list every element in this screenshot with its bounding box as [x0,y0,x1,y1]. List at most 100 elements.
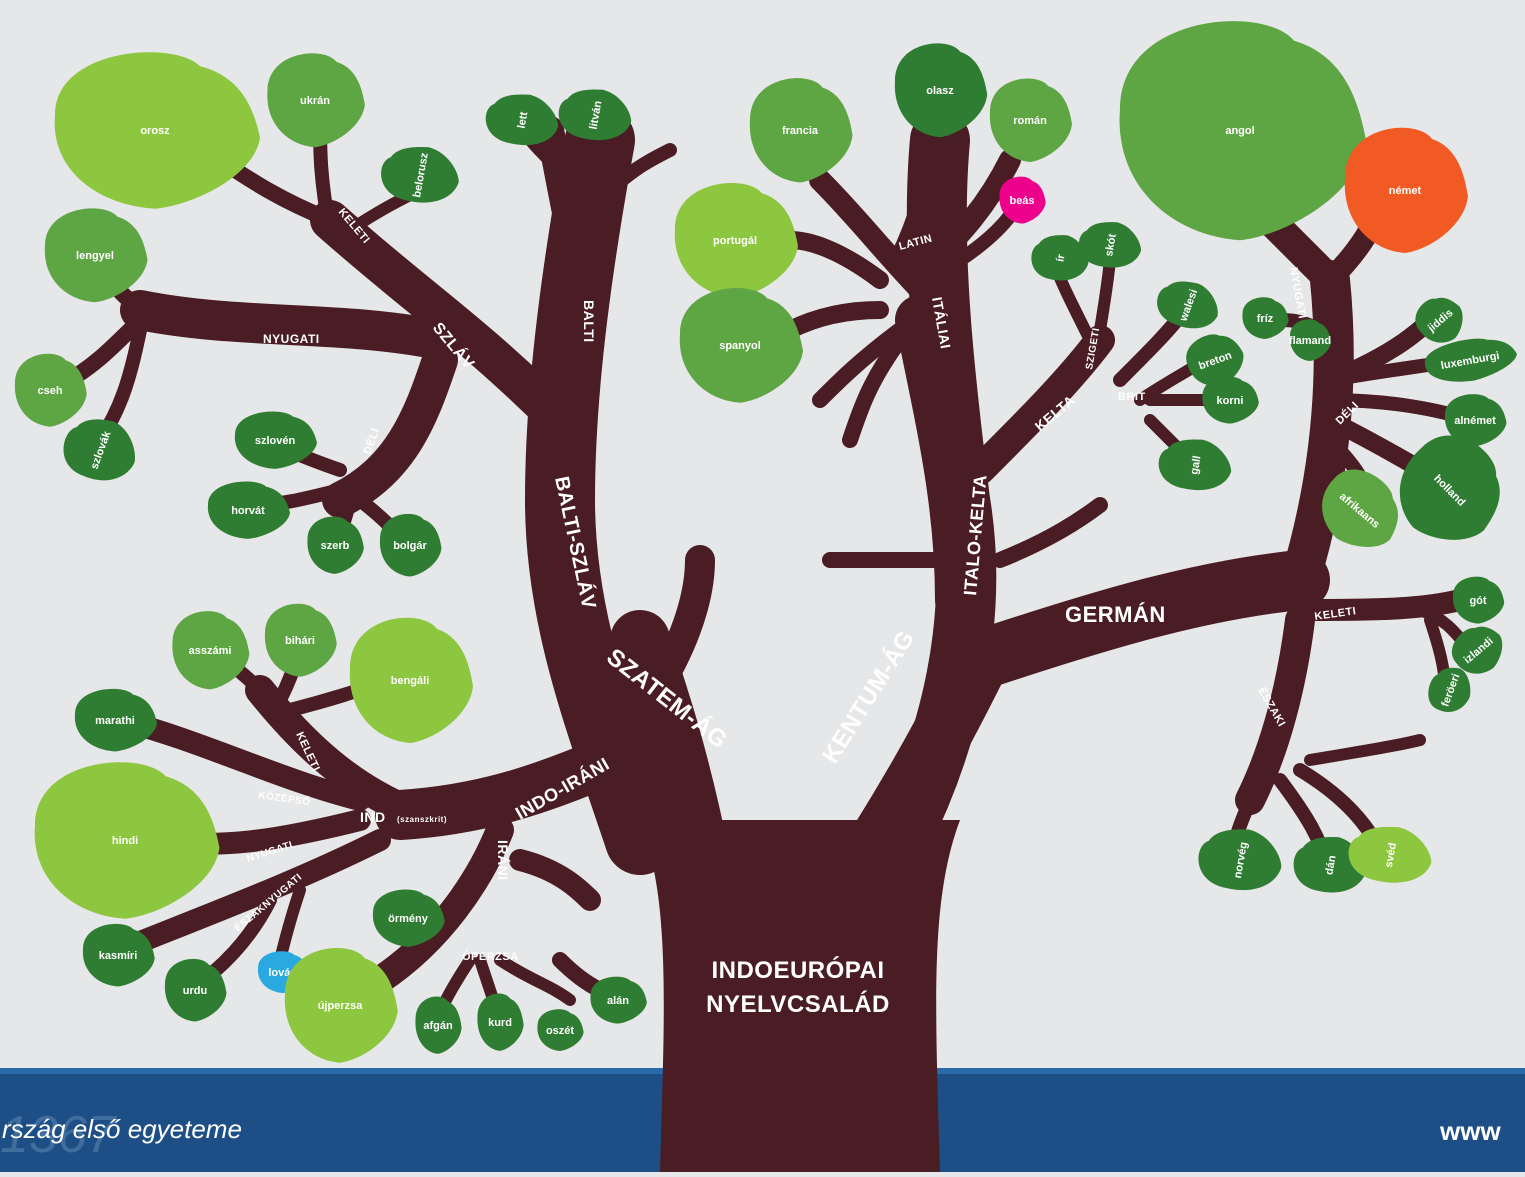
leaf-holland: holland [1399,435,1500,540]
leaf-belorusz: belorusz [381,146,459,203]
leaf-ujperzsa: újperzsa [284,947,398,1063]
leaf-shape [1444,394,1507,447]
leaf-szloven: szlovén [234,411,317,469]
leaf-walesi: walesi [1157,281,1218,329]
leaf-label-galli: gall [1188,455,1203,476]
leaf-szlovak: szlovák [63,419,136,481]
leaf-shape [537,1009,584,1051]
leaf-label-urdu: urdu [183,985,207,997]
leaf-label-nemet: német [1389,185,1422,197]
leaf-shape [164,958,227,1022]
leaf-luxemburgi: luxemburgi [1424,338,1517,382]
leaf-cseh: cseh [14,353,87,427]
root-label-line1: INDOEURÓPAI [711,956,884,984]
leaf-shape [381,146,459,203]
leaf-beas: beás [999,176,1046,224]
label-ind: IND [360,809,386,825]
leaf-shape [1242,297,1289,339]
leaf-shape [1119,21,1366,241]
leaf-shape [1415,297,1463,343]
leaf-bihari: bihári [264,603,337,677]
leaf-got: gót [1452,576,1505,624]
leaf-label-angol: angol [1225,125,1254,137]
leaf-label-flamand: flamand [1289,335,1331,347]
leaf-shape [1428,667,1471,713]
label-german: GERMÁN [1065,602,1166,627]
leaf-label-dan: dán [1323,854,1338,876]
leaf-marathi: marathi [74,688,157,752]
leaf-shape [1322,469,1398,547]
leaf-shape [415,996,462,1054]
leaf-label-alnemet: alnémet [1454,415,1496,427]
leaf-dan: dán [1293,837,1367,893]
leaf-label-oszet: oszét [546,1025,574,1037]
leaf-shape [749,78,853,183]
leaf-shape [590,976,647,1024]
leaf-szerb: szerb [307,516,364,574]
leaf-shape [1452,576,1505,624]
leaf-afgan: afgán [415,996,462,1054]
leaf-frz: fríz [1242,297,1289,339]
leaf-label-afgan: afgán [423,1020,453,1032]
footer-url: www [1439,1116,1501,1146]
leaf-horvat: horvát [207,481,290,539]
leaf-shape [485,94,559,146]
leaf-label-francia: francia [782,125,819,137]
leaf-label-cseh: cseh [37,385,62,397]
leaf-olasz: olasz [894,43,988,138]
leaf-ormeny: örmény [372,889,445,947]
leaf-shape [1399,435,1500,540]
leaf-shape [679,287,803,403]
label-brit: BRIT [1118,391,1146,403]
leaf-litvan: litván [558,89,632,141]
leaf-bolgar: bolgár [379,513,442,577]
leaf-label-kasmiri: kasmíri [99,950,138,962]
leaf-shape [1031,235,1089,281]
leaf-shape [349,617,473,743]
leaf-shape [894,43,988,138]
leaf-korni: korni [1202,376,1259,424]
leaf-shape [14,353,87,427]
leaf-label-ir: ír [1054,253,1067,263]
leaf-orosz: orosz [54,52,260,209]
leaf-spanyol: spanyol [679,287,803,403]
leaf-shape [379,513,442,577]
root-label-line2: NYELVCSALÁD [706,990,890,1018]
leaf-label-szerb: szerb [321,540,350,552]
leaf-kasmiri: kasmíri [82,923,155,987]
leaf-shape [1158,439,1232,491]
label-irani: IRÁNI [495,840,511,881]
leaf-shape [1424,338,1517,382]
leaf-galli: gall [1158,439,1232,491]
leaf-izlandi: izlandi [1451,626,1503,674]
leaf-urdu: urdu [164,958,227,1022]
leaf-label-bengali: bengáli [391,675,430,687]
footer-content: 1367 rszág első egyeteme www [0,1106,1501,1164]
leaf-shape [1186,334,1244,386]
leaf-shape [267,53,365,148]
leaf-alnemet: alnémet [1444,394,1507,447]
leaf-label-spanyol: spanyol [719,340,761,352]
leaf-shape [307,516,364,574]
leaf-angol: angol [1119,21,1366,241]
leaf-lengyel: lengyel [44,208,148,303]
label-operzsa: ÓPERZSA [462,950,519,963]
leaf-shape [1348,826,1432,883]
leaf-shape [34,762,220,919]
leaf-label-korni: korni [1217,395,1244,407]
leaf-shape [234,411,317,469]
leaf-kurd: kurd [477,993,524,1051]
leaf-label-ukran: ukrán [300,95,330,107]
leaf-shape [44,208,148,303]
leaf-label-ormeny: örmény [388,913,429,925]
leaf-label-bihari: bihári [285,635,315,647]
leaf-shape [63,419,136,481]
leaf-label-bolgar: bolgár [393,540,427,552]
leaf-shape [999,176,1046,224]
leaf-label-got: gót [1469,595,1486,607]
leaf-label-skot: skót [1103,233,1119,258]
leaf-label-hindi: hindi [112,835,138,847]
leaf-flamand: flamand [1289,319,1331,361]
